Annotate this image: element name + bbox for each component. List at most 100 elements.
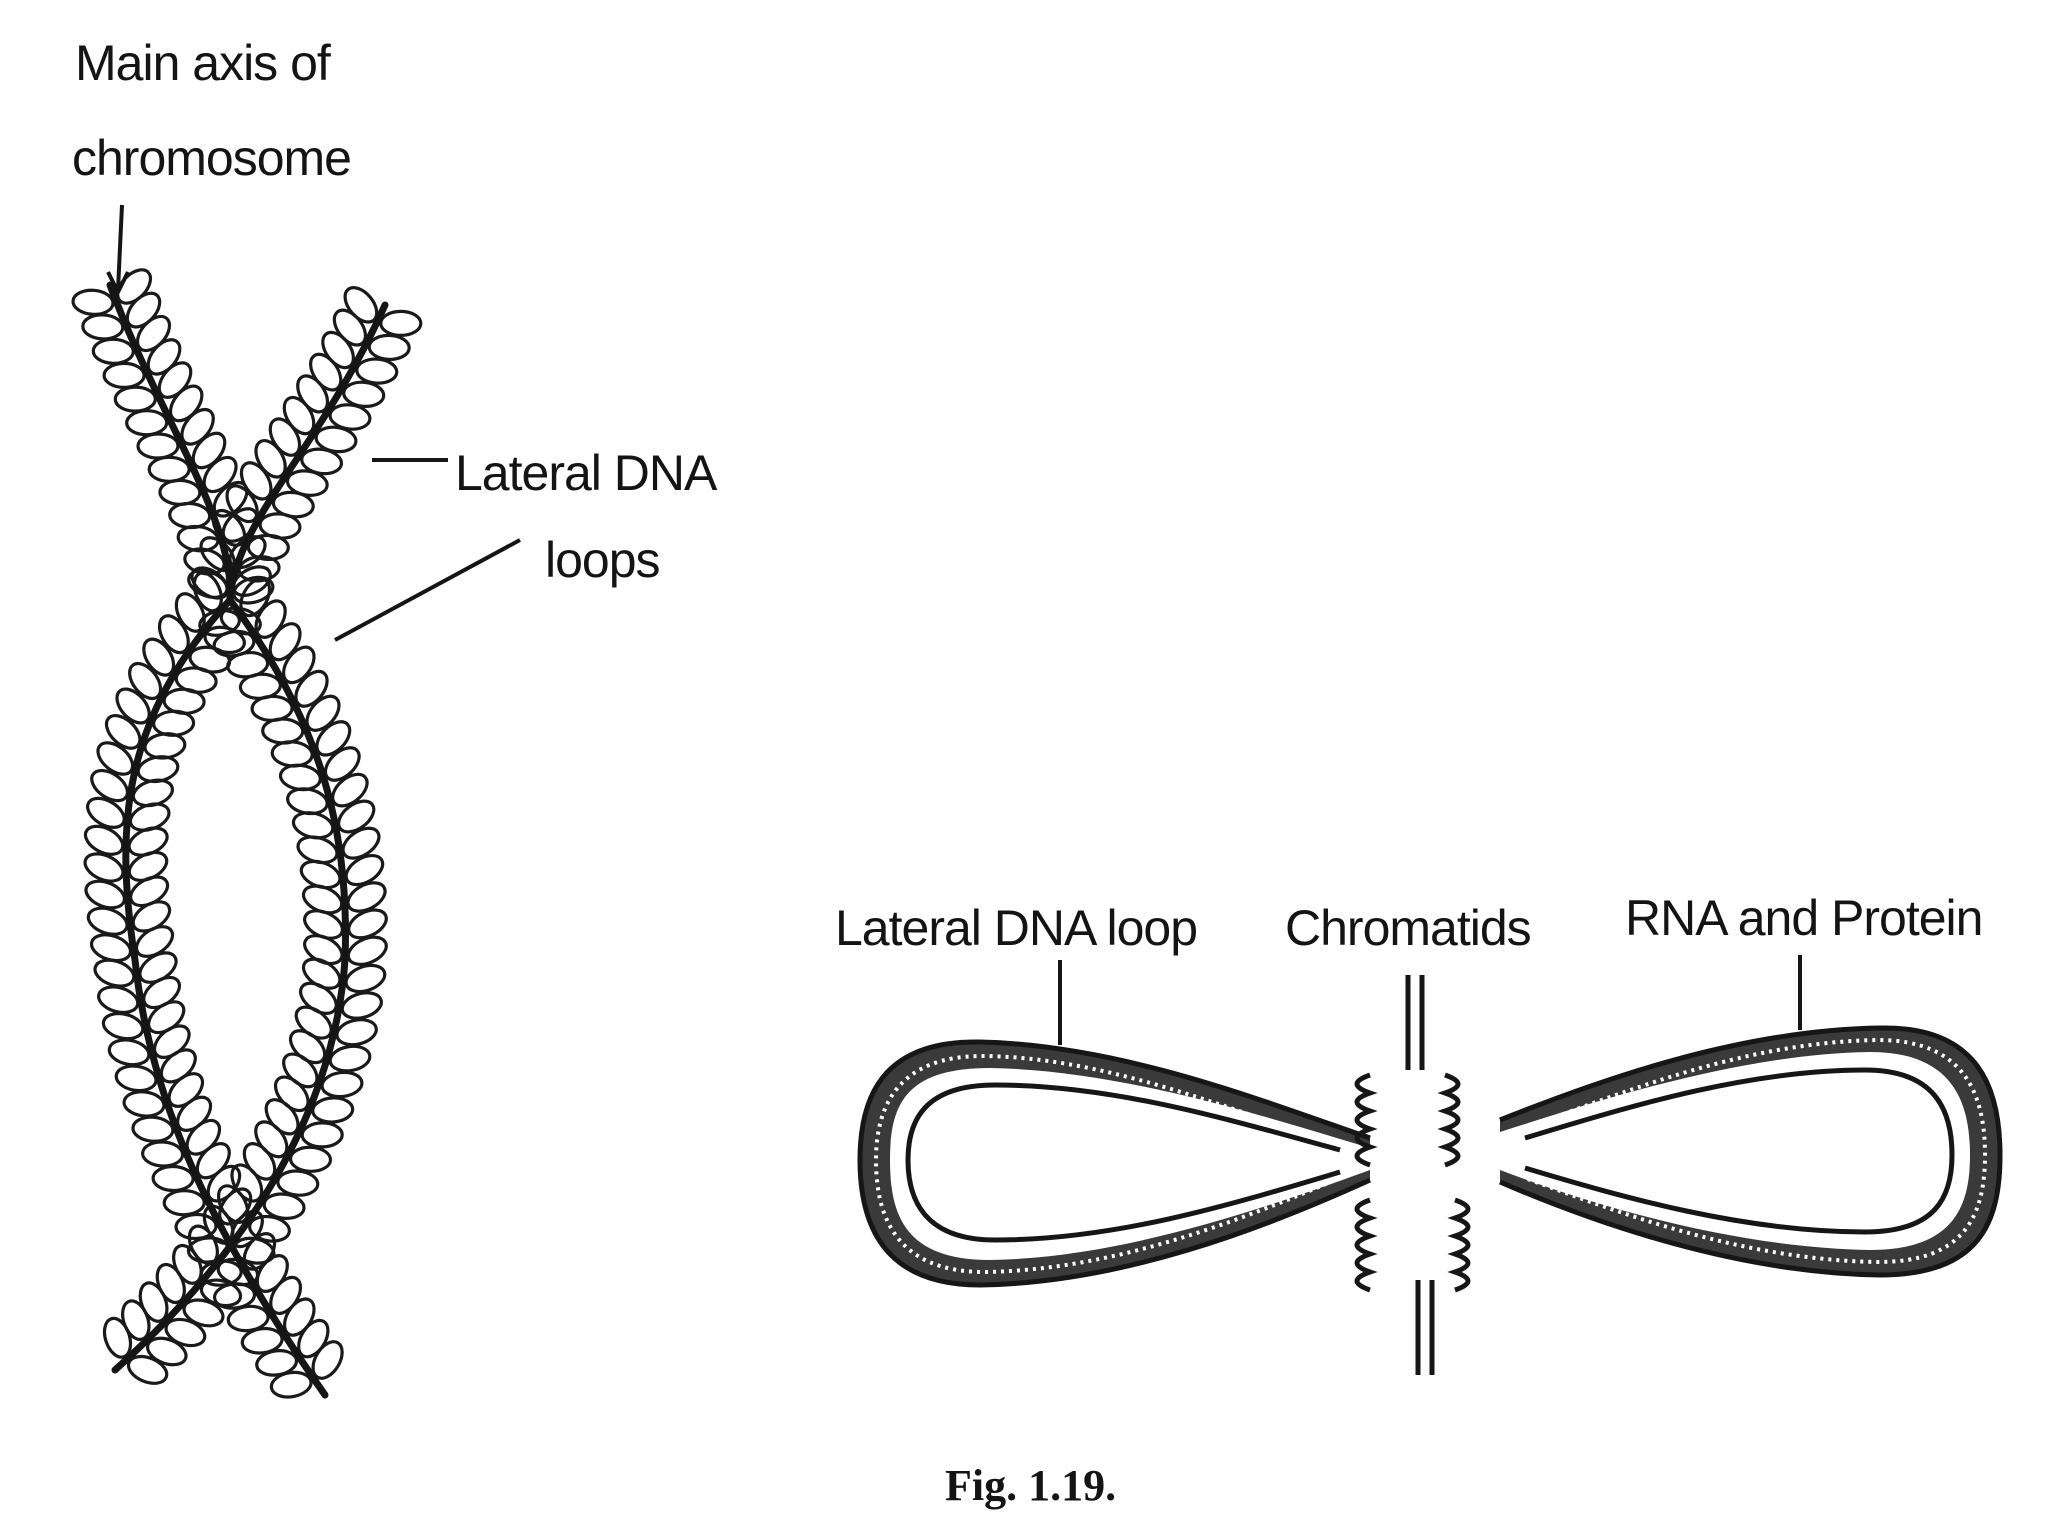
lateral-loop-ring: [240, 1327, 284, 1355]
right-lateral-loop: [1499, 1025, 2003, 1278]
lateral-loop-ring: [202, 455, 238, 494]
lateral-loop-label: Lateral DNA loop: [835, 900, 1197, 956]
lateral-loop-ring: [134, 925, 175, 958]
lateral-loop-ring: [115, 687, 151, 725]
main-axis-arrowhead: [106, 271, 130, 297]
lateral-loop-ring: [191, 431, 227, 470]
lateral-loop-ring: [147, 455, 191, 483]
lateral-loop-ring: [328, 403, 372, 431]
lateral-loop-ring: [86, 796, 126, 829]
lateral-loop-ring: [341, 826, 381, 860]
lateral-loop-ring: [84, 879, 126, 910]
lateral-loop-ring: [270, 740, 314, 768]
chromatids-center: [1354, 975, 1471, 1375]
main-axis-leader: [116, 204, 124, 291]
lateral-loop-ring: [248, 1214, 291, 1243]
lateral-loops-right-strand: [102, 286, 423, 1385]
chromatid-coil: [1447, 1197, 1471, 1293]
lateral-loop-ring: [71, 288, 115, 316]
chromatid-coil: [1354, 1072, 1378, 1168]
lateral-loop-ring: [315, 720, 352, 757]
lateral-loop-ring: [254, 599, 287, 639]
lateral-loop-ring: [136, 432, 180, 460]
lateral-loop-ring: [300, 1121, 344, 1149]
lateral-loop-ring: [190, 566, 230, 600]
lateral-loop-ring: [141, 1140, 185, 1168]
lateral-loop-ring: [314, 425, 358, 454]
lateral-loop-ring: [125, 409, 169, 437]
lateral-loops-label-line2: loops: [545, 532, 660, 588]
lateral-loop-ring: [93, 958, 136, 988]
lateral-loops-left-strand: [71, 268, 344, 1399]
chromatid-coil: [1437, 1072, 1461, 1168]
lateral-loop-ring: [86, 906, 129, 936]
lateral-loop-ring: [225, 484, 259, 524]
lateral-loop-ring: [128, 661, 163, 701]
lateral-loops-leader-lower: [334, 538, 521, 642]
lateral-loop-ring: [199, 1278, 243, 1308]
lateral-loop-ring: [174, 592, 206, 633]
lateral-loop-ring: [246, 533, 290, 562]
lateral-loop-ring: [83, 824, 125, 856]
lateral-loop-ring: [168, 501, 212, 530]
chromatid-coils: [1354, 1072, 1471, 1293]
lateral-loop-ring: [104, 713, 142, 750]
lateral-loop-ring: [90, 768, 130, 803]
lateral-loop-ring: [255, 1349, 299, 1377]
lateral-loop-ring: [262, 1192, 306, 1220]
lateral-loop-ring: [268, 622, 302, 662]
lateral-loop-ring: [114, 1064, 158, 1093]
lateral-loop-ring: [320, 1070, 364, 1099]
lateral-loop-ring: [254, 439, 287, 479]
lateral-loop-ring: [261, 717, 305, 745]
lateral-loop-ring: [158, 478, 202, 507]
lateral-loop-ring: [340, 991, 383, 1020]
lateral-loop-ring: [305, 694, 341, 732]
lateral-loop-ring: [281, 645, 316, 685]
main-axis-label-line1: Main axis of: [75, 35, 331, 91]
lateral-loop-ring: [367, 333, 411, 362]
lateral-loop-ring: [301, 957, 342, 990]
lateral-loop-ring: [145, 1336, 188, 1367]
figure-caption: Fig. 1.19.: [945, 1461, 1116, 1510]
lateral-loop-ring: [113, 385, 157, 413]
chromatids-label: Chromatids: [1285, 900, 1531, 956]
lateral-loop-ring: [250, 694, 294, 723]
lateral-loop-ring: [344, 853, 385, 887]
lateral-loop-ring: [323, 746, 361, 782]
chromosome-diagram: Main axis of chromosome Lateral DNA loop…: [71, 35, 719, 1399]
lateral-loop-ring: [269, 1370, 313, 1399]
lateral-loop-ring: [96, 741, 135, 776]
lateral-loop-ring: [239, 461, 273, 501]
lateral-loop-ring: [174, 1212, 218, 1241]
lateral-loop-ring: [182, 1298, 225, 1328]
lateral-loop-ring: [331, 772, 369, 808]
lateral-loop-ring: [97, 985, 140, 1015]
lateral-loop-ring: [102, 361, 146, 390]
main-axis-label-line2: chromosome: [72, 130, 351, 186]
lateral-loop-ring: [346, 935, 388, 966]
lateral-loop-ring: [122, 1090, 166, 1118]
lateral-loop-ring: [311, 1340, 344, 1380]
lateral-loop-ring: [102, 1316, 133, 1359]
main-axis-strand-a: [106, 281, 329, 1399]
lateral-loops-label-line1: Lateral DNA: [455, 445, 718, 501]
lateral-loop-ring: [379, 309, 423, 337]
main-axis-strand-b: [111, 301, 389, 1374]
lateral-loop-ring: [346, 881, 387, 913]
lateral-loop-ring: [164, 1317, 207, 1348]
lateral-loop-ring: [294, 669, 329, 708]
lateral-loop-ring: [239, 577, 272, 618]
lateral-loop-ring: [347, 908, 388, 940]
lateral-loop-ring: [226, 1304, 270, 1333]
lateral-loop-ring: [355, 357, 399, 385]
lateral-loop-ring: [276, 1169, 320, 1197]
lateral-loop-ring: [126, 1354, 169, 1385]
lateral-loop-ring: [342, 380, 386, 408]
lateral-loop-ring: [288, 1145, 333, 1173]
lateral-loop-ring: [162, 1189, 206, 1217]
lateral-loop-ring: [237, 555, 281, 583]
rna-protein-label: RNA and Protein: [1625, 890, 1982, 946]
lateral-loop-ring: [91, 337, 135, 365]
